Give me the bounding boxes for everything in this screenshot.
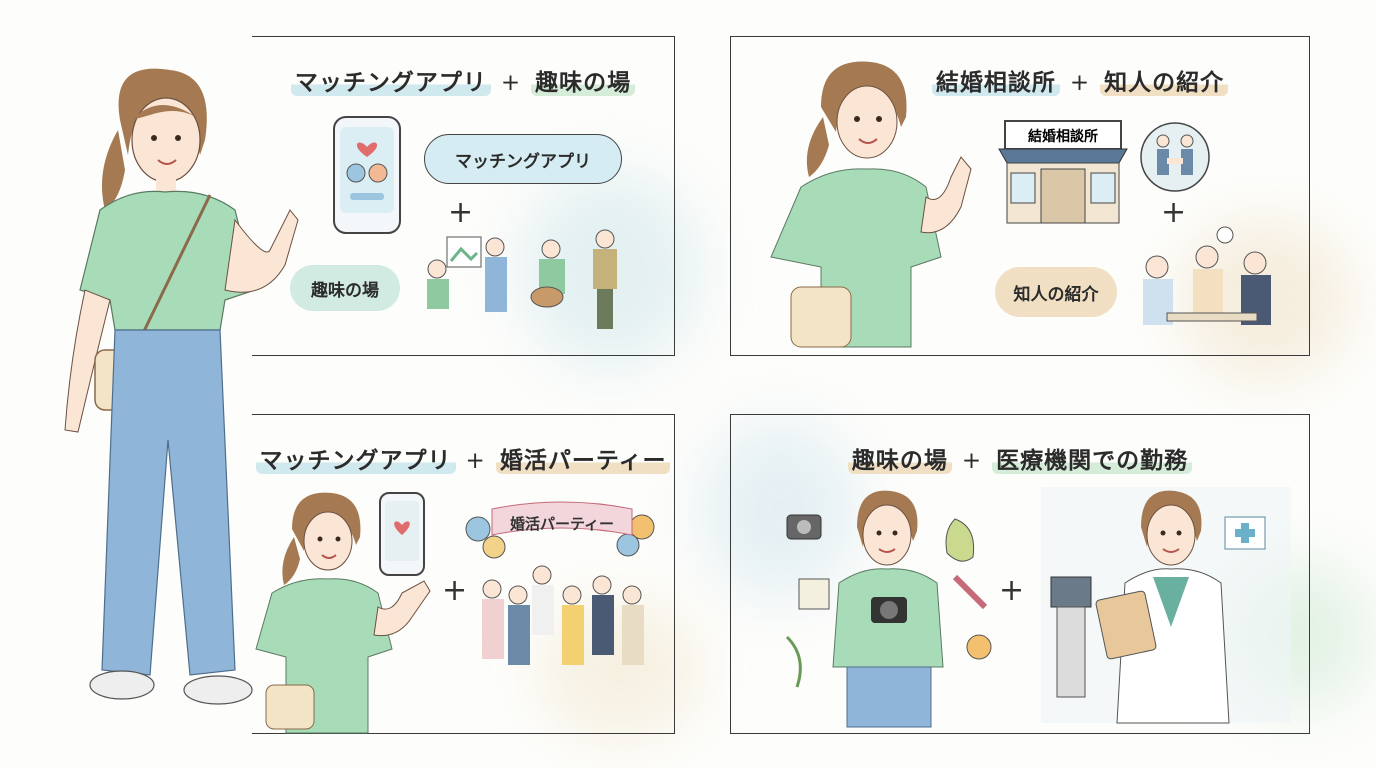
woman-illustration bbox=[770, 61, 972, 348]
phone-icon bbox=[379, 492, 425, 576]
title-right: 知人の紹介 bbox=[1100, 70, 1229, 96]
title-left: 趣味の場 bbox=[847, 448, 952, 474]
title-right: 医療機関での勤務 bbox=[992, 448, 1193, 474]
hobby-people-illustration bbox=[427, 229, 617, 329]
panel-app-hobby: マッチングアプリ + 趣味の場 マッチングアプリ + 趣味の場 bbox=[252, 36, 675, 356]
heart-icon bbox=[394, 521, 410, 535]
title-right: 婚活パーティー bbox=[495, 448, 671, 474]
woman-illustration bbox=[255, 492, 431, 734]
label-introduction: 知人の紹介 bbox=[995, 267, 1117, 317]
title-plus: + bbox=[465, 448, 486, 474]
handshake-icon bbox=[1140, 122, 1210, 192]
panel-title: マッチングアプリ + 趣味の場 bbox=[252, 63, 674, 97]
doctor-illustration bbox=[1041, 487, 1291, 724]
label-hobby-place: 趣味の場 bbox=[290, 265, 400, 311]
heart-icon bbox=[356, 142, 378, 157]
label-matching-app: マッチングアプリ bbox=[424, 134, 622, 184]
panel-title: マッチングアプリ + 婚活パーティー bbox=[252, 441, 674, 475]
main-woman-illustration bbox=[64, 68, 299, 705]
title-plus: + bbox=[500, 70, 522, 96]
phone-icon bbox=[333, 116, 401, 234]
photographer-woman-illustration bbox=[785, 490, 992, 728]
panel-agency-introduction: 結婚相談所 + 知人の紹介 結婚相談所 + 知人の紹介 bbox=[730, 36, 1310, 356]
panel-app-party: マッチングアプリ + 婚活パーティー + 婚活パーティー bbox=[252, 414, 675, 734]
party-banner: 婚活パーティー bbox=[510, 515, 614, 533]
plus-sign: + bbox=[442, 573, 468, 608]
plus-sign: + bbox=[448, 195, 474, 230]
panel-hobby-medical: 趣味の場 + 医療機関での勤務 + bbox=[730, 414, 1310, 734]
title-left: マッチングアプリ bbox=[290, 70, 491, 96]
title-plus: + bbox=[961, 448, 983, 474]
title-right: 趣味の場 bbox=[531, 70, 636, 96]
agency-sign: 結婚相談所 bbox=[1028, 128, 1098, 145]
agency-building-illustration: 結婚相談所 bbox=[998, 120, 1128, 224]
wash-bg bbox=[700, 420, 860, 600]
plus-sign: + bbox=[999, 573, 1025, 608]
friends-illustration bbox=[1143, 226, 1271, 325]
title-left: マッチングアプリ bbox=[255, 448, 456, 474]
title-left: 結婚相談所 bbox=[931, 70, 1060, 96]
panel-title: 趣味の場 + 医療機関での勤務 bbox=[731, 441, 1309, 475]
plus-sign: + bbox=[1161, 195, 1187, 230]
party-illustration: 婚活パーティー bbox=[465, 501, 655, 665]
panel-title: 結婚相談所 + 知人の紹介 bbox=[731, 63, 1309, 97]
title-plus: + bbox=[1069, 70, 1091, 96]
